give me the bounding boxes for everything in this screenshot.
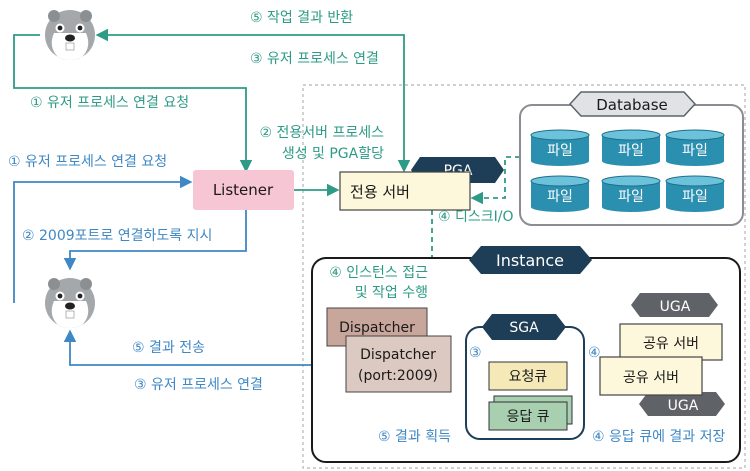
file-cylinder: 파일 [601,175,661,212]
arrow-port-instruction [63,210,247,271]
dedicated-server-label: 전용 서버 [350,183,410,201]
shared-server-front-label: 공유 서버 [623,370,679,386]
file-cylinder: 파일 [601,129,661,166]
svg-text:파일: 파일 [618,143,644,159]
arrow-user-dispatcher [63,329,350,372]
arrow-user-to-listener-blue [13,175,193,303]
listener-box [193,170,294,210]
uga-label-top: UGA [660,299,691,315]
label-step4: ④ [588,345,601,361]
database-label: Database [596,96,668,114]
shared-server-back [619,323,723,361]
label-disk-io: ④ 디스크I/O [438,209,514,225]
label-store-response: ④ 응답 큐에 결과 저장 [592,429,726,445]
dispatcher-back-label: Dispatcher [339,320,415,336]
sga-label: SGA [509,320,539,336]
file-cylinder: 파일 [530,129,590,166]
label-result-return: ⑤ 작업 결과 반환 [250,10,353,26]
arrow-instance-access [431,210,476,332]
request-queue [488,361,568,391]
label-server-create-1: ② 전용서버 프로세스 [260,125,385,141]
label-port-instruction: ② 2009포트로 연결하도록 지시 [22,228,212,244]
label-user-connect-top: ③ 유저 프로세스 연결 [250,51,379,67]
label-user-connect-bottom: ③ 유저 프로세스 연결 [134,377,263,393]
uga-badge-top [631,293,718,317]
label-result-send: ⑤ 결과 전송 [132,340,205,356]
svg-text:파일: 파일 [682,143,708,159]
request-queue-label: 요청큐 [509,369,548,385]
instance-badge [469,246,592,274]
beaver-icon [44,9,96,61]
file-cylinder: 파일 [665,129,725,166]
svg-text:파일: 파일 [618,189,644,205]
beaver-icon [44,277,96,329]
label-user-request-teal: ① 유저 프로세스 연결 요청 [30,95,189,111]
svg-text:파일: 파일 [547,189,573,205]
arrow-server-to-user [95,28,411,173]
dispatcher-front-label: Dispatcher [360,347,436,363]
listener-label: Listener [213,181,274,199]
uga-badge-bottom [639,392,725,416]
arrow-disk-io [470,156,520,205]
file-cylinder: 파일 [665,175,725,212]
sga-badge [482,314,566,340]
response-queue [488,401,568,431]
label-step3: ③ [469,345,482,361]
svg-text:파일: 파일 [682,189,708,205]
label-user-request-blue: ① 유저 프로세스 연결 요청 [8,154,167,170]
instance-label: Instance [496,251,564,270]
label-instance-access-2: 및 작업 수행 [355,285,428,301]
dedicated-server-box [339,171,471,211]
database-badge [568,91,697,117]
dispatcher-front [345,335,452,393]
svg-text:파일: 파일 [547,143,573,159]
label-result-obtain: ⑤ 결과 획득 [378,429,451,445]
server-region [302,84,746,469]
file-cylinder: 파일 [530,175,590,212]
response-queue-label: 응답 큐 [506,409,549,425]
label-instance-access-1: ④ 인스턴스 접근 [329,265,428,281]
shared-server-front [599,356,703,396]
label-server-create-2: 생성 및 PGA할당 [282,146,384,162]
dispatcher-port-label: (port:2009) [358,368,438,384]
shared-server-back-label: 공유 서버 [643,336,699,352]
uga-label-bottom: UGA [668,398,699,414]
